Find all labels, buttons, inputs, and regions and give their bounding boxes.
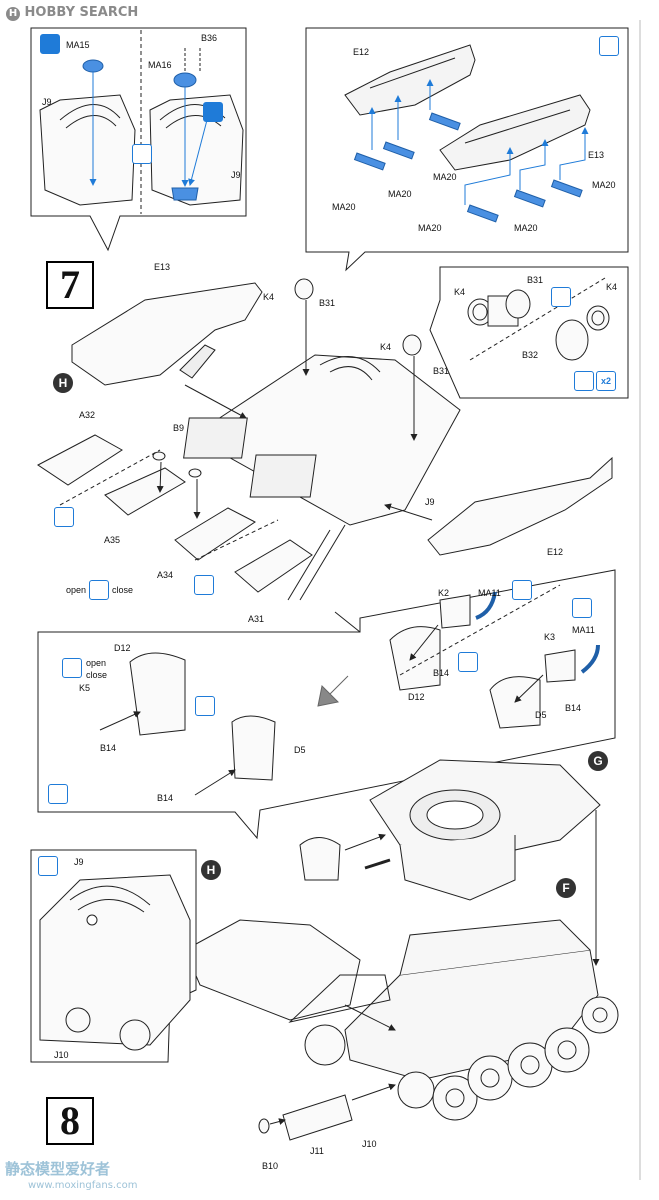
- hobby-search-logo: H HOBBY SEARCH: [6, 5, 138, 21]
- part-label: B31: [319, 298, 336, 308]
- footer-url: www.moxingfans.com: [28, 1180, 138, 1191]
- part-label: MA20: [433, 172, 457, 182]
- part-label: B32: [522, 350, 539, 360]
- part-label: J9: [42, 97, 52, 107]
- turret-assembly: [299, 759, 601, 966]
- part-label: D5: [294, 745, 306, 755]
- quantity-icon: x2: [596, 371, 616, 391]
- open-label-2: open: [86, 658, 107, 668]
- part-label: J10: [362, 1139, 377, 1149]
- chassis-assembly: [184, 919, 619, 1141]
- part-label: E12: [353, 47, 370, 57]
- flow-arrow: [317, 675, 349, 707]
- part-label: E13: [154, 262, 171, 272]
- part-label: K4: [380, 342, 392, 352]
- part-label: B14: [157, 793, 174, 803]
- part-label: K5: [79, 683, 91, 693]
- part-label: A31: [248, 614, 265, 624]
- inset-top-left: [30, 27, 247, 252]
- open-close-icon: [132, 144, 152, 164]
- marker-g: G: [588, 751, 608, 771]
- part-label: B31: [527, 275, 544, 285]
- part-label: D12: [114, 643, 131, 653]
- part-label: B9: [173, 423, 185, 433]
- open-close-icon: [89, 580, 109, 600]
- part-label: MA11: [478, 588, 501, 598]
- open-close-icon: [62, 658, 82, 678]
- paint-icon: [38, 856, 58, 876]
- part-label: J9: [231, 170, 241, 180]
- part-label: J11: [310, 1146, 324, 1156]
- part-label: K3: [544, 632, 556, 642]
- paint-brush-icon: [203, 102, 223, 122]
- part-label: D12: [408, 692, 425, 702]
- paint-icon: [599, 36, 619, 56]
- part-label: K4: [454, 287, 466, 297]
- part-label: B10: [262, 1161, 279, 1171]
- footer-site-name: 静态模型爱好者: [5, 1160, 111, 1178]
- open-close-icon: [551, 287, 571, 307]
- close-label: close: [112, 585, 134, 595]
- open-label: open: [66, 585, 87, 595]
- part-label: B31: [433, 366, 450, 376]
- part-label: MA20: [514, 223, 538, 233]
- logo-badge: H: [6, 7, 20, 21]
- step-number-8: 8: [46, 1097, 94, 1145]
- marker-h-step8: H: [201, 860, 221, 880]
- part-label: B14: [433, 668, 450, 678]
- part-label: B14: [100, 743, 117, 753]
- open-close-icon: [195, 696, 215, 716]
- paint-icon: [48, 784, 68, 804]
- close-label-2: close: [86, 670, 108, 680]
- inset-vision-ports: [429, 266, 629, 399]
- part-label: K4: [606, 282, 618, 292]
- x2-label: x2: [600, 376, 611, 386]
- footer-watermark: 静态模型爱好者: [5, 1158, 110, 1179]
- part-label: K4: [263, 292, 275, 302]
- part-label: E12: [547, 547, 564, 557]
- brand-text: HOBBY SEARCH: [24, 5, 139, 20]
- paint-icon: [574, 371, 594, 391]
- part-label: MA16: [148, 60, 172, 70]
- part-label: MA20: [592, 180, 616, 190]
- paint-icon: [40, 34, 60, 54]
- part-label: J9: [425, 497, 435, 507]
- open-close-icon: [54, 507, 74, 527]
- part-label: D5: [535, 710, 547, 720]
- part-label: MA11: [572, 625, 595, 635]
- part-label: K2: [438, 588, 450, 598]
- part-label: B14: [565, 703, 582, 713]
- step-number-7: 7: [46, 261, 94, 309]
- part-label: MA20: [332, 202, 356, 212]
- part-label: MA20: [418, 223, 442, 233]
- part-label: MA20: [388, 189, 412, 199]
- part-label: A32: [79, 410, 96, 420]
- inset-bottom-left: [30, 849, 197, 1063]
- part-label: B36: [201, 33, 218, 43]
- part-label: J10: [54, 1050, 69, 1060]
- part-label: J9: [74, 857, 84, 867]
- open-close-icon: [194, 575, 214, 595]
- marker-h: H: [53, 373, 73, 393]
- marker-f: F: [556, 878, 576, 898]
- part-label: A35: [104, 535, 121, 545]
- part-label: MA15: [66, 40, 90, 50]
- open-close-icon: [458, 652, 478, 672]
- part-label: E13: [588, 150, 605, 160]
- paint-drop-icon: [512, 580, 532, 600]
- part-label: A34: [157, 570, 174, 580]
- inset-top-right: [305, 27, 629, 272]
- step7-assembly: [37, 278, 613, 601]
- paint-drop-icon: [572, 598, 592, 618]
